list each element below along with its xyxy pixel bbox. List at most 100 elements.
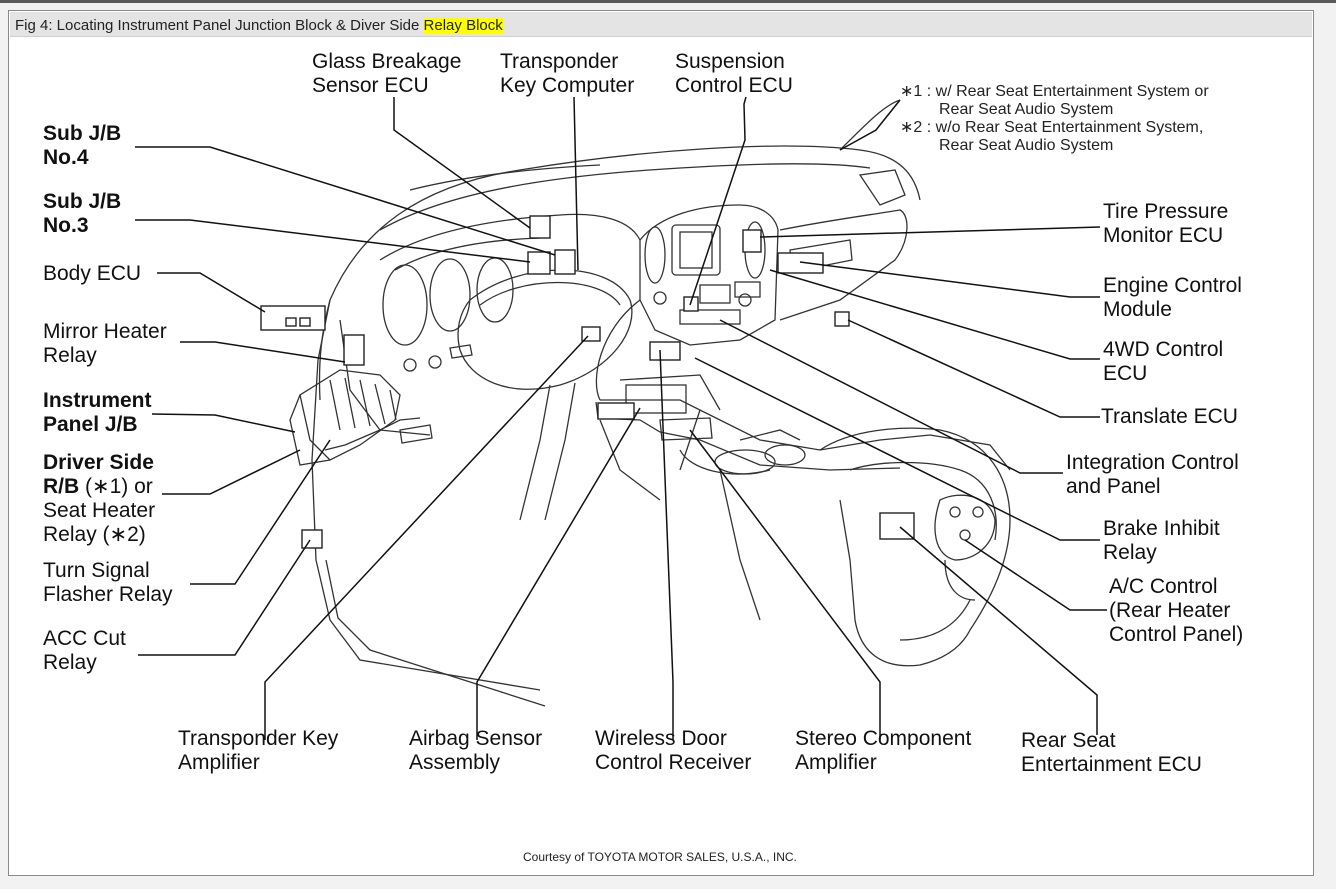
label-line: R/B bbox=[43, 475, 80, 498]
glass-breakage-box bbox=[529, 215, 551, 239]
label-line: Transponder bbox=[500, 50, 619, 73]
sub-jb3-box bbox=[527, 251, 551, 275]
label-wireless-door-control-receiver: Wireless Door Control Receiver bbox=[595, 727, 751, 775]
label-line: Relay (∗2) bbox=[43, 523, 146, 546]
caption-bar: Fig 4: Locating Instrument Panel Junctio… bbox=[10, 12, 1312, 37]
label-line: Wireless Door bbox=[595, 727, 727, 750]
body-ecu-pin bbox=[299, 317, 311, 327]
dashboard-outline bbox=[289, 99, 1011, 707]
tire-pressure-box bbox=[742, 229, 762, 253]
integration-box bbox=[649, 341, 681, 361]
label-sub-jb-no4: Sub J/B No.4 bbox=[43, 122, 121, 170]
translate-box bbox=[834, 311, 850, 327]
label-line: Transponder Key bbox=[178, 727, 339, 750]
label-line: Tire Pressure bbox=[1103, 200, 1229, 223]
label-glass-breakage-sensor-ecu: Glass Breakage Sensor ECU bbox=[312, 50, 461, 98]
label-mirror-heater-relay: Mirror Heater Relay bbox=[43, 320, 167, 368]
note-line: w/ Rear Seat Entertainment System or bbox=[935, 83, 1209, 100]
label-transponder-key-amplifier: Transponder Key Amplifier bbox=[178, 727, 338, 775]
label-line: Suspension bbox=[675, 50, 785, 73]
window-top-edge bbox=[0, 0, 1336, 3]
figure-caption: Fig 4: Locating Instrument Panel Junctio… bbox=[15, 17, 503, 34]
label-tire-pressure-monitor-ecu: Tire Pressure Monitor ECU bbox=[1103, 200, 1228, 248]
footnote-2: ∗2 : w/o Rear Seat Entertainment System,… bbox=[900, 119, 1203, 155]
mirror-heater-relay-box bbox=[343, 334, 365, 366]
label-line: Mirror Heater bbox=[43, 320, 167, 343]
label-ac-control: A/C Control (Rear Heater Control Panel) bbox=[1109, 575, 1243, 647]
label-suspension-control-ecu: Suspension Control ECU bbox=[675, 50, 793, 98]
label-integration-control-and-panel: Integration Control and Panel bbox=[1066, 451, 1239, 499]
label-line: Instrument bbox=[43, 389, 152, 412]
label-line: Relay bbox=[43, 344, 97, 367]
label-line: 4WD Control bbox=[1103, 338, 1224, 361]
label-4wd-control-ecu: 4WD Control ECU bbox=[1103, 338, 1223, 386]
label-line: No.3 bbox=[43, 214, 89, 237]
label-driver-side-rb: Driver Side R/B (∗1) or Seat Heater Rela… bbox=[43, 451, 155, 547]
label-engine-control-module: Engine Control Module bbox=[1103, 274, 1242, 322]
stereo-amp-box bbox=[597, 402, 635, 420]
label-translate-ecu: Translate ECU bbox=[1101, 405, 1238, 429]
label-line: Sub J/B bbox=[43, 190, 122, 213]
label-line: Amplifier bbox=[178, 751, 260, 774]
label-line: ACC Cut bbox=[43, 627, 126, 650]
label-line: Driver Side bbox=[43, 451, 154, 474]
label-line: (∗1) or bbox=[79, 475, 153, 498]
label-line: Entertainment ECU bbox=[1021, 753, 1202, 776]
label-airbag-sensor-assembly: Airbag Sensor Assembly bbox=[409, 727, 542, 775]
label-line: Control Receiver bbox=[595, 751, 752, 774]
engine-control-box bbox=[777, 252, 824, 274]
note-marker: ∗2 : bbox=[900, 119, 932, 136]
label-line: Control Panel) bbox=[1109, 623, 1244, 646]
label-line: A/C Control bbox=[1109, 575, 1218, 598]
label-line: Sub J/B bbox=[43, 122, 122, 145]
label-line: Key Computer bbox=[500, 74, 635, 97]
label-stereo-component-amplifier: Stereo Component Amplifier bbox=[795, 727, 971, 775]
label-line: (Rear Heater bbox=[1109, 599, 1231, 622]
label-line: Sensor ECU bbox=[312, 74, 429, 97]
label-line: Brake Inhibit bbox=[1103, 517, 1220, 540]
label-line: Airbag Sensor bbox=[409, 727, 543, 750]
label-line: Relay bbox=[43, 651, 97, 674]
label-line: Control ECU bbox=[675, 74, 793, 97]
courtesy-credit: Courtesy of TOYOTA MOTOR SALES, U.S.A., … bbox=[523, 850, 797, 864]
label-line: and Panel bbox=[1066, 475, 1161, 498]
label-line: Translate ECU bbox=[1101, 405, 1238, 428]
caption-text: Fig 4: Locating Instrument Panel Junctio… bbox=[15, 17, 424, 34]
note-line: w/o Rear Seat Entertainment System, bbox=[935, 119, 1204, 136]
caption-highlight: Relay Block bbox=[423, 17, 503, 34]
note-line: Rear Seat Audio System bbox=[939, 137, 1114, 154]
label-rear-seat-entertainment-ecu: Rear Seat Entertainment ECU bbox=[1021, 729, 1202, 777]
label-line: Flasher Relay bbox=[43, 583, 173, 606]
label-line: Relay bbox=[1103, 541, 1157, 564]
label-line: ECU bbox=[1103, 362, 1148, 385]
label-acc-cut-relay: ACC Cut Relay bbox=[43, 627, 126, 675]
note-line: Rear Seat Audio System bbox=[939, 101, 1114, 118]
label-transponder-key-computer: Transponder Key Computer bbox=[500, 50, 634, 98]
label-turn-signal-flasher-relay: Turn Signal Flasher Relay bbox=[43, 559, 173, 607]
label-line: Glass Breakage bbox=[312, 50, 462, 73]
label-sub-jb-no3: Sub J/B No.3 bbox=[43, 190, 121, 238]
label-line: Stereo Component bbox=[795, 727, 972, 750]
label-brake-inhibit-relay: Brake Inhibit Relay bbox=[1103, 517, 1220, 565]
label-line: Turn Signal bbox=[43, 559, 150, 582]
label-line: No.4 bbox=[43, 146, 89, 169]
acc-cut-relay-box bbox=[301, 529, 323, 549]
label-line: Seat Heater bbox=[43, 499, 156, 522]
label-line: Amplifier bbox=[795, 751, 877, 774]
label-line: Module bbox=[1103, 298, 1172, 321]
label-body-ecu: Body ECU bbox=[43, 262, 141, 286]
label-line: Integration Control bbox=[1066, 451, 1239, 474]
label-line: Rear Seat bbox=[1021, 729, 1116, 752]
sub-jb4-box bbox=[554, 249, 576, 275]
label-line: Panel J/B bbox=[43, 413, 138, 436]
leader-lines bbox=[135, 96, 1107, 740]
label-line: Monitor ECU bbox=[1103, 224, 1224, 247]
label-line: Engine Control bbox=[1103, 274, 1242, 297]
footnote-1: ∗1 : w/ Rear Seat Entertainment System o… bbox=[900, 83, 1209, 119]
label-instrument-panel-jb: Instrument Panel J/B bbox=[43, 389, 152, 437]
note-marker: ∗1 : bbox=[900, 83, 932, 100]
label-line: Assembly bbox=[409, 751, 501, 774]
components bbox=[260, 215, 915, 549]
body-ecu-pin bbox=[285, 317, 297, 327]
